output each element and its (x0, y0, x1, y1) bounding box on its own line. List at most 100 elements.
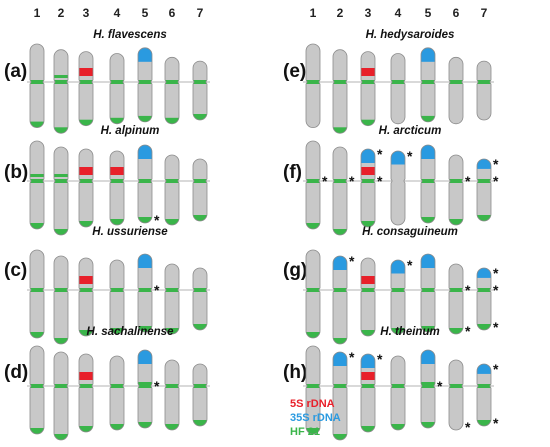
chromosome-outline (360, 353, 376, 433)
rdna-35s-band (421, 145, 435, 159)
hf21-centromere-band (193, 288, 207, 292)
chromosome-1 (29, 345, 45, 435)
hf21-centromere-band (449, 179, 463, 183)
chromosome-body (421, 350, 435, 428)
chromosome-6 (164, 56, 180, 125)
chromosome-7 (192, 363, 208, 427)
chromosome-6 (448, 154, 464, 226)
chromosome-body (391, 53, 405, 124)
hf21-centromere-band (477, 384, 491, 388)
chromosome-5 (420, 253, 436, 333)
hf21-terminal-band (165, 219, 179, 225)
chromosome-outline (360, 148, 376, 228)
chromosome-outline (29, 43, 45, 128)
chromosome-outline (360, 51, 376, 127)
asterisk-marker: * (493, 265, 499, 281)
column-number: 6 (169, 6, 176, 20)
panel: (h)H. theinum****** (283, 326, 499, 441)
chromosome-outline (332, 351, 348, 441)
panels: (a)H. flavescens(b)H. alpinum*(c)H. ussu… (4, 29, 499, 441)
chromosome-1 (29, 140, 45, 230)
hf21-terminal-band (333, 434, 347, 440)
chromosome-outline (78, 51, 94, 127)
chromosome-6 (164, 263, 180, 335)
asterisk-marker: * (493, 319, 499, 335)
chromosome-body (79, 258, 93, 336)
hf21-centromere-band (361, 288, 375, 292)
hf21-centromere-band (110, 80, 124, 84)
column-number: 7 (481, 6, 488, 20)
legend: 5S rDNA 35S rDNA HF 21 (290, 398, 341, 438)
hf21-centromere-band (421, 179, 435, 183)
chromosome-body (30, 141, 44, 229)
hf21-centromere-band (306, 179, 320, 183)
column-number: 7 (197, 6, 204, 20)
chromosome-2 (53, 49, 69, 134)
hf21-terminal-band (361, 330, 375, 336)
hf21-centromere-band (306, 288, 320, 292)
hf21-centromere-band (477, 80, 491, 84)
rdna-5s-band (361, 372, 375, 380)
hf21-terminal-band (361, 221, 375, 227)
rdna-5s-band (79, 167, 93, 175)
hf21-centromere-band (165, 80, 179, 84)
hf21-terminal-band (391, 328, 405, 334)
chromosome-3 (360, 257, 376, 337)
chromosome-7 (192, 267, 208, 331)
hf21-centromere-band (30, 80, 44, 84)
chromosome-7 (192, 158, 208, 222)
chromosome-2 (53, 255, 69, 345)
rdna-35s-band (477, 364, 491, 374)
rdna-5s-band (79, 68, 93, 76)
chromosome-outline (332, 146, 348, 236)
chromosome-body (333, 147, 347, 235)
hf21-centromere-band (30, 179, 44, 183)
species-title: H. hedysaroides (366, 29, 455, 41)
hf21-centromere-band (421, 80, 435, 84)
chromosome-outline (192, 363, 208, 427)
chromosome-4 (390, 355, 406, 431)
chromosome-outline (332, 255, 348, 345)
hf21-centromere-band (110, 288, 124, 292)
chromosome-outline (164, 263, 180, 335)
hf21-terminal-band (193, 420, 207, 426)
panel-label: (b) (4, 162, 28, 183)
chromosome-body (138, 47, 152, 122)
chromosome-body (306, 44, 320, 128)
hf21-centromere-band (333, 288, 347, 292)
chromosome-outline (53, 255, 69, 345)
chromosome-body (421, 145, 435, 223)
rdna-35s-band (477, 268, 491, 278)
hf21-terminal-band (361, 426, 375, 432)
hf21-terminal-band (30, 332, 44, 338)
hf21-centromere-band (138, 179, 152, 183)
chromosome-3 (360, 51, 376, 127)
chromosome-6 (448, 56, 464, 125)
chromosome-body (193, 61, 207, 120)
rdna-35s-band (361, 149, 375, 163)
chromosome-body (54, 256, 68, 344)
chromosome-outline (390, 53, 406, 125)
hf21-centromere-band (391, 288, 405, 292)
chromosome-outline (448, 56, 464, 125)
hf21-terminal-band (54, 229, 68, 235)
chromosome-body (79, 51, 93, 126)
chromosome-body (138, 254, 152, 332)
hf21-centromere-band (193, 80, 207, 84)
hf21-terminal-band (165, 117, 179, 124)
hf21-centromere-band (138, 382, 152, 388)
hf21-terminal-band (54, 338, 68, 344)
chromosome-body (421, 47, 435, 122)
chromosome-outline (78, 148, 94, 228)
legend-5s-rdna: 5S rDNA (290, 398, 335, 410)
panel: (f)H. arcticum******** (283, 125, 499, 236)
chromosome-body (165, 264, 179, 334)
hf21-centromere-band (30, 288, 44, 292)
rdna-35s-band (138, 47, 152, 62)
asterisk-marker: * (465, 282, 471, 298)
hf21-terminal-band (333, 229, 347, 235)
hf21-centromere-band (54, 80, 68, 84)
hf21-terminal-band (421, 217, 435, 223)
chromosome-outline (420, 253, 436, 333)
